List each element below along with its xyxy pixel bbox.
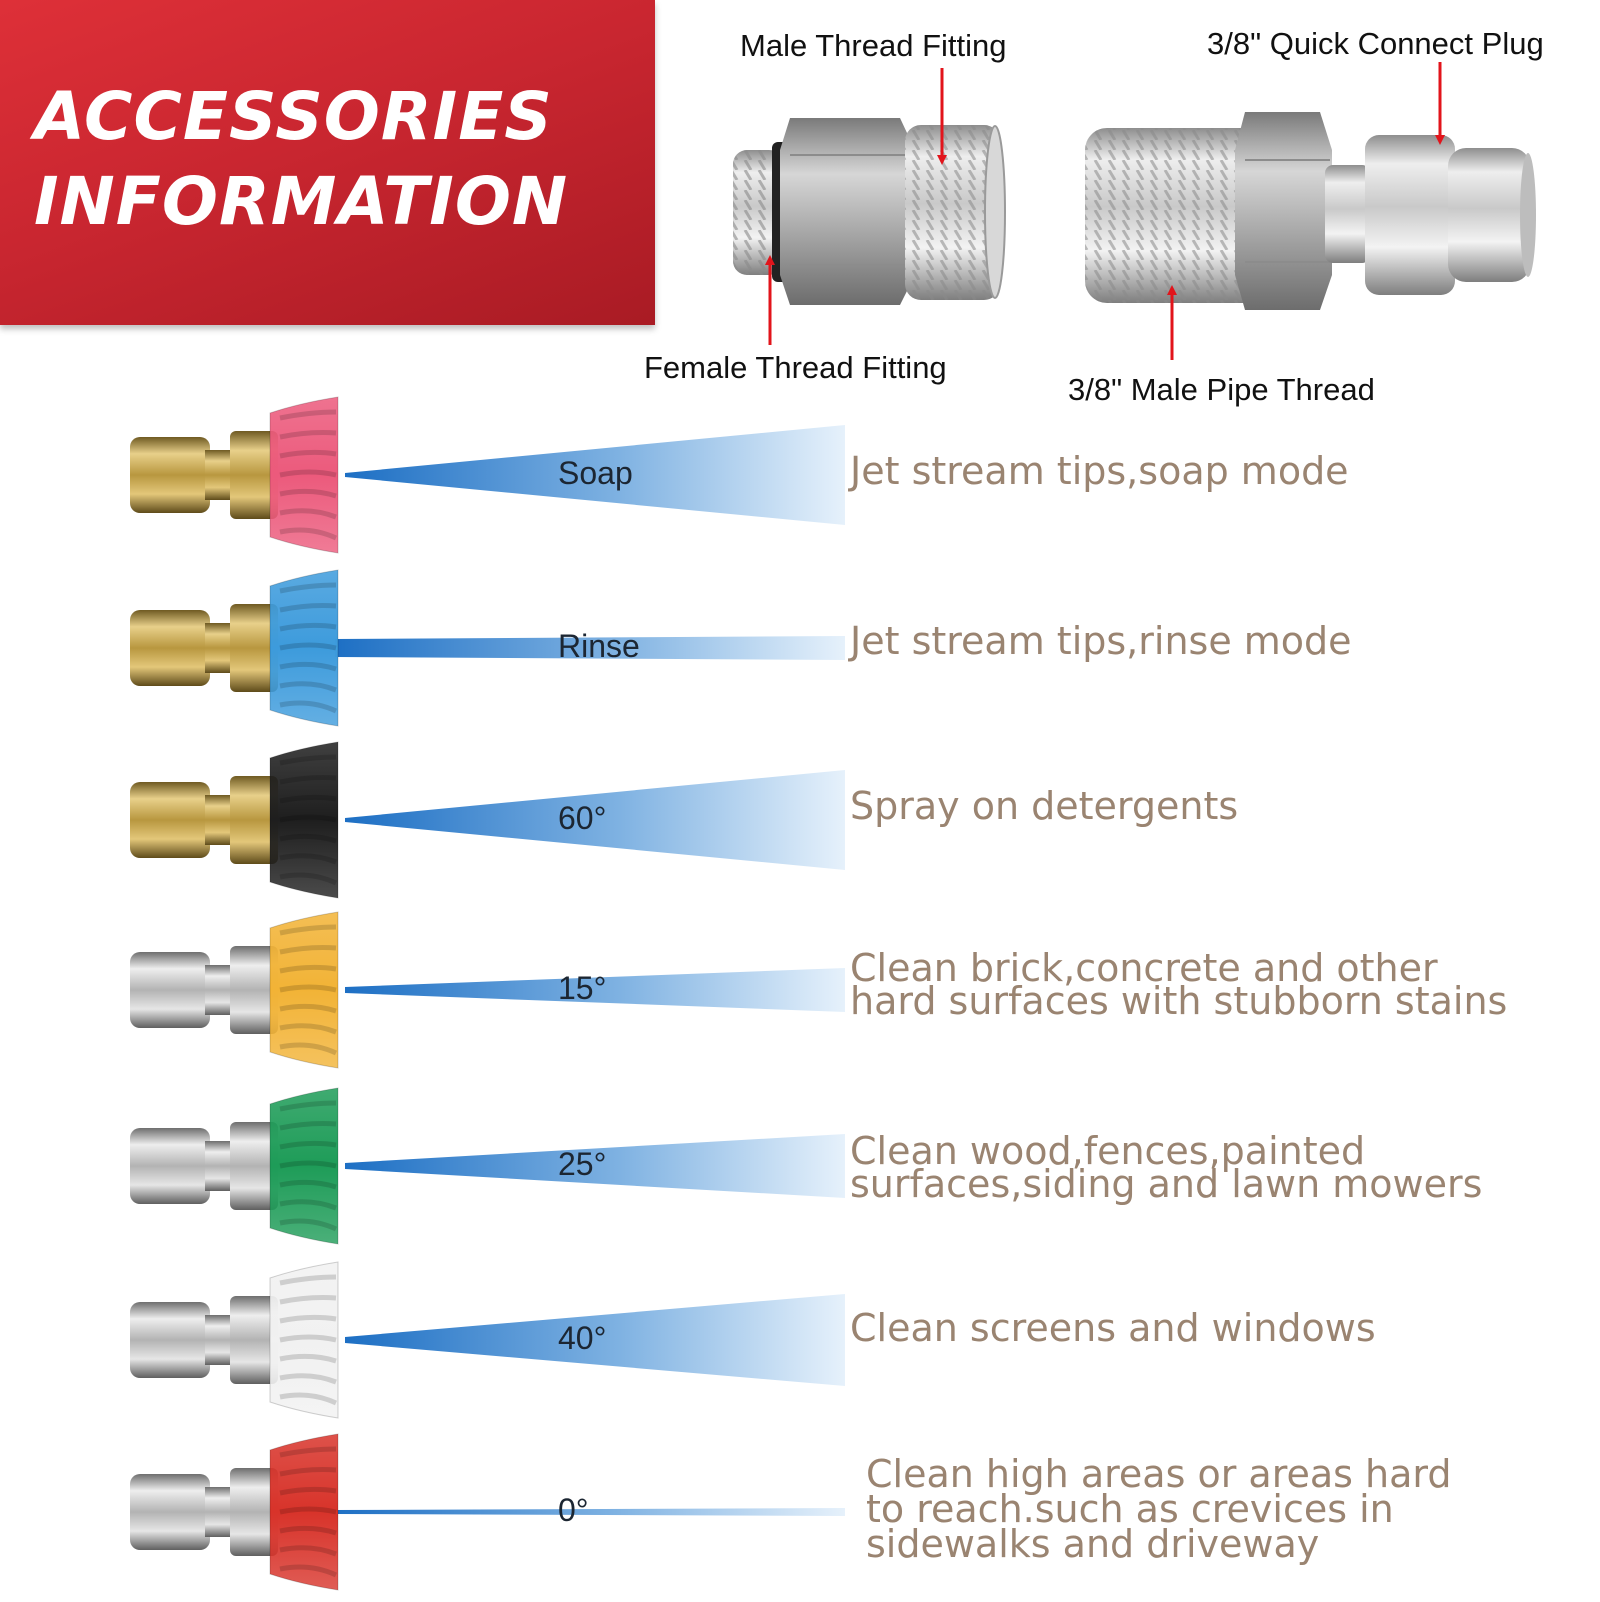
tip-description-line: sidewalks and driveway xyxy=(866,1522,1320,1566)
spray-pattern xyxy=(345,968,845,1012)
spray-pattern xyxy=(345,425,845,525)
spray-angle-label: Soap xyxy=(558,455,633,491)
nozzle-body xyxy=(130,1122,278,1210)
nozzle-body xyxy=(130,946,278,1034)
nozzle-cap xyxy=(269,741,339,899)
nozzle-tip-1 xyxy=(130,396,845,554)
banner-title-line-2: INFORMATION xyxy=(34,163,569,240)
nozzle-tip-3 xyxy=(130,741,845,899)
nozzle-body xyxy=(130,431,278,519)
spray-pattern xyxy=(335,636,845,660)
tip-description-line: Jet stream tips,soap mode xyxy=(850,449,1349,493)
fitting-arrows xyxy=(765,62,1445,360)
fittings-illustration xyxy=(733,62,1536,360)
tip-description-line: Jet stream tips,rinse mode xyxy=(850,619,1352,663)
male-thread-fitting-label: Male Thread Fitting xyxy=(740,28,1007,63)
nozzle-cap xyxy=(269,1261,339,1419)
spray-pattern xyxy=(335,1508,845,1516)
spray-angle-label: 15° xyxy=(558,970,607,1006)
spray-angle-label: 0° xyxy=(558,1492,589,1528)
spray-angle-label: 25° xyxy=(558,1146,607,1182)
nozzle-tip-4 xyxy=(130,911,845,1069)
spray-angle-label: Rinse xyxy=(558,628,640,664)
tip-description-line: to reach.such as crevices in xyxy=(866,1487,1394,1531)
nozzle-tip-5 xyxy=(130,1087,845,1245)
spray-pattern xyxy=(345,1294,845,1386)
banner-title-line-1: ACCESSORIES xyxy=(34,78,553,155)
tip-description-line: Spray on detergents xyxy=(850,784,1239,828)
spray-pattern xyxy=(345,1134,845,1198)
fittings-section: Male Thread Fitting 3/8" Quick Connect P… xyxy=(0,0,1600,410)
tip-description-line: Clean high areas or areas hard xyxy=(866,1452,1452,1496)
nozzle-body xyxy=(130,776,278,864)
male-pipe-thread-label: 3/8" Male Pipe Thread xyxy=(1068,372,1375,407)
female-thread-fitting-label: Female Thread Fitting xyxy=(644,350,947,385)
nozzle-tip-2 xyxy=(130,569,845,727)
spray-pattern xyxy=(345,770,845,870)
spray-angle-label: 60° xyxy=(558,800,607,836)
nozzle-body xyxy=(130,1296,278,1384)
nozzle-cap xyxy=(269,911,339,1069)
nozzle-cap xyxy=(269,569,339,727)
tip-description-line: Clean brick,concrete and other xyxy=(850,946,1438,990)
tip-description-line: surfaces,siding and lawn mowers xyxy=(850,1162,1483,1206)
nozzle-cap xyxy=(269,396,339,554)
nozzle-body xyxy=(130,604,278,692)
tip-description-line: Clean wood,fences,painted xyxy=(850,1129,1366,1173)
nozzle-tip-7 xyxy=(130,1433,845,1591)
nozzle-cap xyxy=(269,1087,339,1245)
nozzle-cap xyxy=(269,1433,339,1591)
nozzle-tip-6 xyxy=(130,1261,845,1419)
accessories-banner: ACCESSORIES INFORMATION xyxy=(0,0,655,325)
tip-description-line: hard surfaces with stubborn stains xyxy=(850,979,1508,1023)
spray-angle-label: 40° xyxy=(558,1320,607,1356)
tip-description-line: Clean screens and windows xyxy=(850,1306,1376,1350)
male-female-thread-fitting xyxy=(733,118,1006,305)
quick-connect-plug-fitting xyxy=(1085,112,1536,310)
quick-connect-plug-label: 3/8" Quick Connect Plug xyxy=(1207,26,1544,61)
nozzle-body xyxy=(130,1468,278,1556)
